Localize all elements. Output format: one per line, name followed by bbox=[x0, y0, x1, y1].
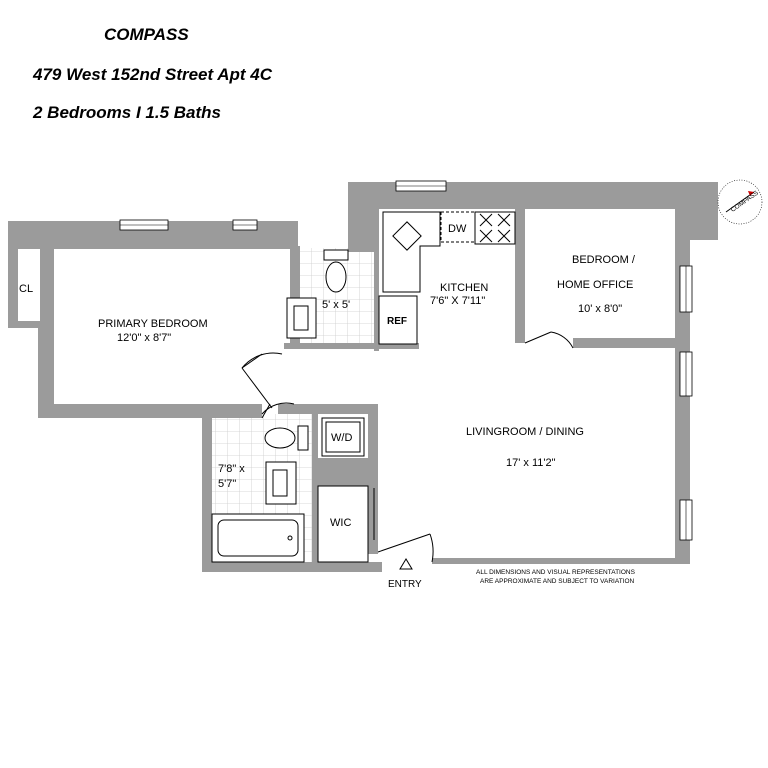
half-bath-sink-icon bbox=[286, 297, 317, 339]
kitchen-counter bbox=[382, 211, 441, 293]
full-bath-dims-line1: 7'8" x bbox=[218, 463, 245, 475]
half-bath-dims: 5' x 5' bbox=[322, 299, 350, 311]
address-title: 479 West 152nd Street Apt 4C bbox=[33, 65, 273, 84]
disclaimer-line2: ARE APPROXIMATE AND SUBJECT TO VARIATION bbox=[480, 578, 635, 585]
compass-rose-icon: COMPASS bbox=[717, 179, 763, 225]
full-bath-sink-icon bbox=[265, 461, 297, 505]
full-bath-dims-line2: 5'7" bbox=[218, 478, 236, 490]
living-room-name: LIVINGROOM / DINING bbox=[466, 426, 584, 438]
bedroom2-name-line1: BEDROOM / bbox=[572, 254, 636, 266]
kitchen-dims: 7'6" X 7'11" bbox=[430, 295, 485, 307]
bathtub-icon bbox=[211, 513, 305, 563]
bed-bath-summary: 2 Bedrooms I 1.5 Baths bbox=[33, 103, 222, 122]
closet-label: CL bbox=[19, 283, 33, 295]
refrigerator-icon: REF bbox=[378, 295, 418, 345]
bedroom2-name-line2: HOME OFFICE bbox=[557, 279, 633, 291]
stove-icon bbox=[474, 211, 516, 245]
living-room-dims: 17' x 11'2" bbox=[506, 457, 556, 469]
full-bath-toilet-icon bbox=[264, 425, 309, 451]
windows bbox=[119, 180, 693, 541]
entry-arrow-icon bbox=[399, 558, 413, 570]
washer-dryer-icon: W/D bbox=[321, 417, 365, 457]
brand-title: COMPASS bbox=[104, 25, 189, 44]
primary-bedroom-name: PRIMARY BEDROOM bbox=[98, 318, 208, 330]
bedroom2-dims: 10' x 8'0" bbox=[578, 303, 622, 315]
svg-text:REF: REF bbox=[387, 316, 407, 327]
kitchen-name: KITCHEN bbox=[440, 282, 488, 294]
disclaimer-line1: ALL DIMENSIONS AND VISUAL REPRESENTATION… bbox=[476, 569, 636, 576]
doors bbox=[241, 331, 574, 563]
half-bath-toilet-icon bbox=[323, 249, 349, 293]
dishwasher-icon: DW bbox=[440, 211, 476, 243]
svg-text:DW: DW bbox=[448, 223, 467, 235]
primary-bedroom-dims: 12'0" x 8'7" bbox=[117, 332, 171, 344]
wic-label: WIC bbox=[330, 517, 351, 529]
entry-label: ENTRY bbox=[388, 579, 422, 590]
svg-text:W/D: W/D bbox=[331, 432, 352, 444]
